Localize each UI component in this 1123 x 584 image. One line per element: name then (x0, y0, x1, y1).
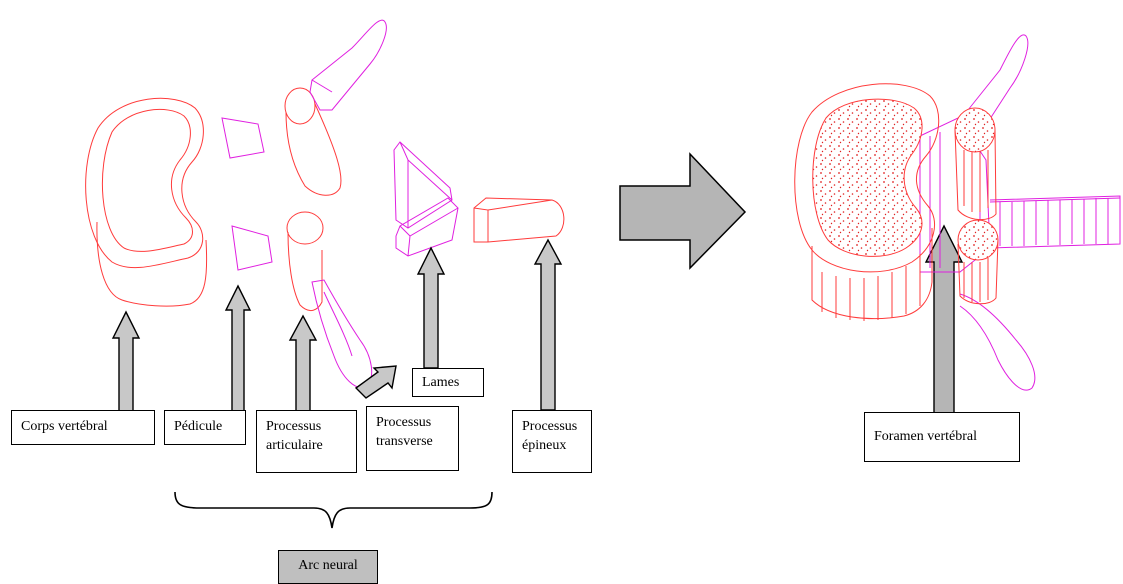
arrow-foramen (924, 224, 964, 415)
label-processus-epineux: Processus épineux (512, 410, 592, 473)
arrow-epineux (533, 238, 563, 411)
label-text: Lames (422, 375, 460, 390)
arrow-corps (111, 310, 141, 415)
arrow-lames (416, 246, 446, 369)
label-processus-transverse: Processus transverse (366, 406, 459, 471)
label-arc-neural: Arc neural (278, 550, 378, 584)
upper-process-shape (309, 19, 387, 111)
spinous-process-shape (473, 197, 565, 243)
label-lames: Lames (412, 368, 484, 397)
pedicle-shapes (221, 117, 273, 271)
label-text: Pédicule (174, 419, 223, 434)
arrow-articulaire (288, 314, 318, 415)
label-corps-vertebral: Corps vertébral (11, 410, 155, 445)
label-text: Corps vertébral (21, 419, 108, 434)
assembled-body (794, 83, 940, 321)
arrow-pedicule (224, 284, 252, 415)
arc-neural-brace (174, 491, 493, 529)
label-line-2: transverse (376, 434, 433, 449)
vertebral-body-shape (85, 97, 208, 307)
assembled-articular (954, 107, 999, 305)
label-text: Foramen vertébral (874, 429, 978, 444)
stippled-disc (812, 98, 923, 257)
lamina-shapes (393, 141, 459, 257)
label-line-2: épineux (522, 438, 567, 453)
lower-process-shape (311, 279, 373, 388)
label-line-2: articulaire (266, 438, 323, 453)
label-pedicule: Pédicule (164, 410, 246, 445)
label-foramen-vertebral: Foramen vertébral (864, 412, 1020, 462)
label-processus-articulaire: Processus articulaire (256, 410, 357, 473)
label-line-1: Processus (266, 419, 322, 434)
big-arrow (619, 152, 747, 270)
arrow-transverse (354, 365, 397, 399)
articular-process-shapes (284, 87, 342, 312)
label-line-1: Processus (522, 419, 578, 434)
label-text: Arc neural (298, 558, 358, 573)
label-line-1: Processus (376, 415, 432, 430)
